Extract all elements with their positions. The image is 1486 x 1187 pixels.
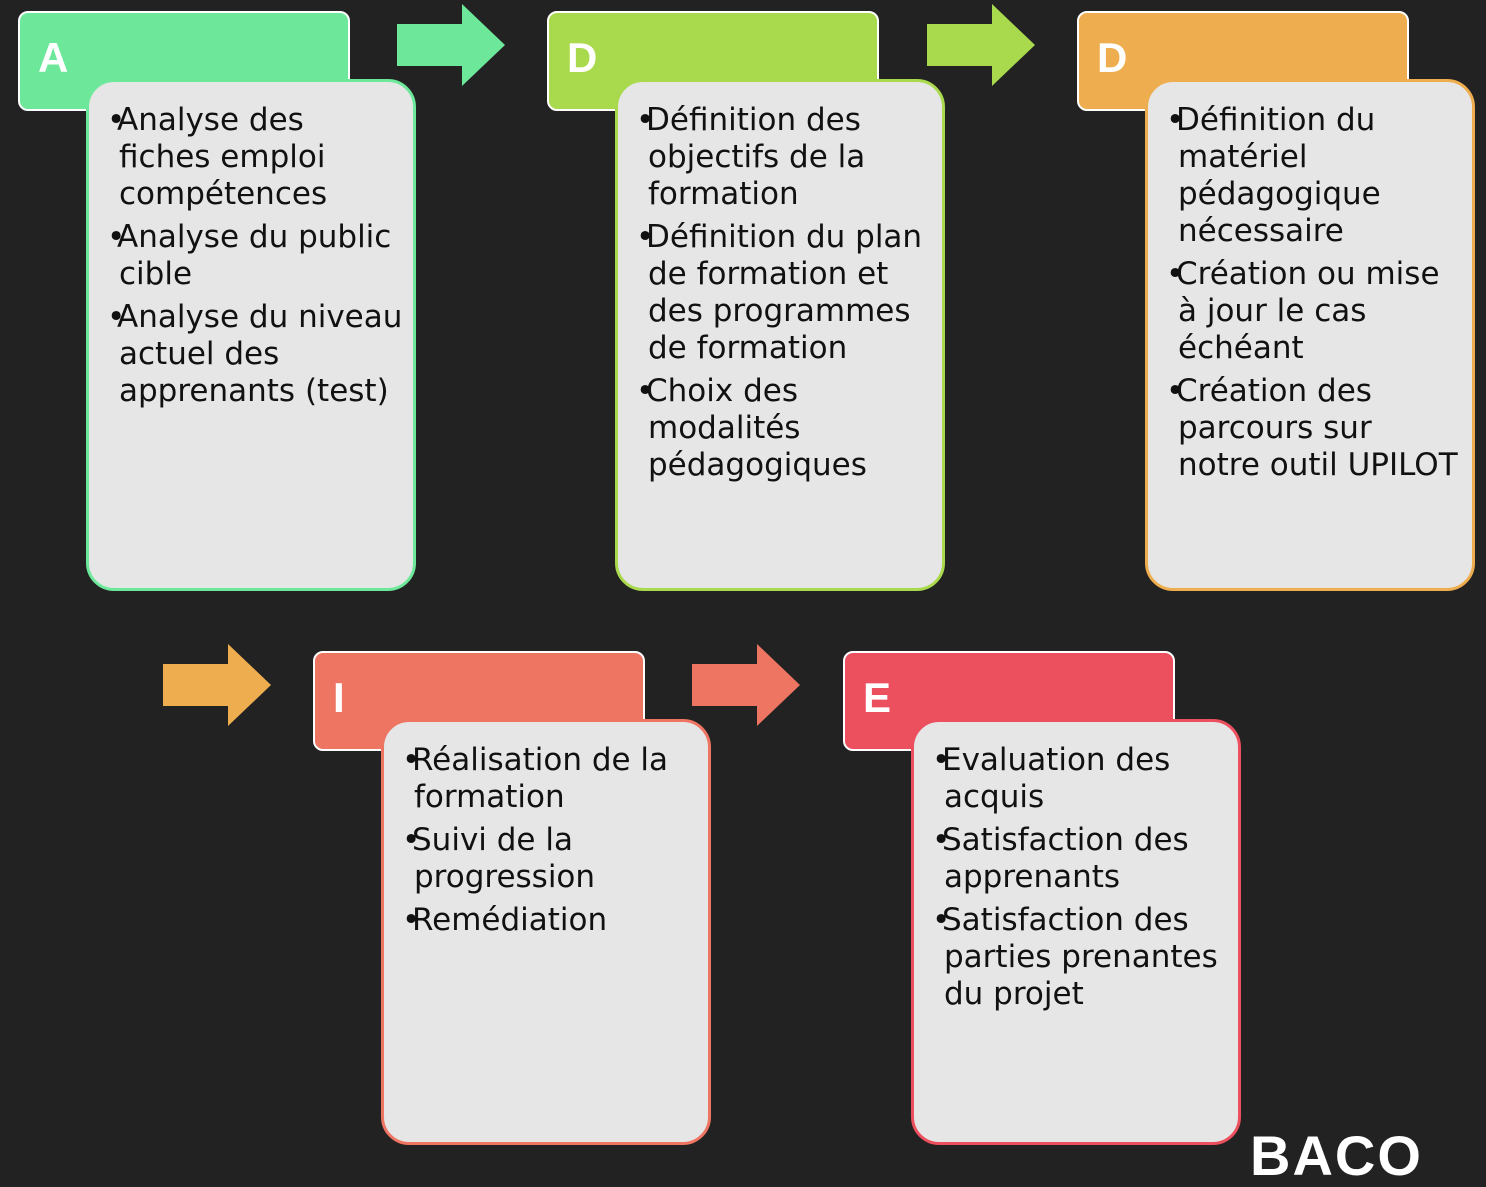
phase-i-letter: I bbox=[333, 674, 345, 721]
phase-d2-box: Définition du matériel pédagogique néces… bbox=[1145, 79, 1475, 591]
phase-d2-letter: D bbox=[1097, 34, 1128, 81]
phase-e-box: Evaluation des acquis Satisfaction des a… bbox=[911, 719, 1241, 1145]
addie-diagram: A Analyse des fiches emploi compétences … bbox=[0, 0, 1486, 1154]
phase-d1-letter: D bbox=[567, 34, 598, 81]
list-item: Création ou mise à jour le cas échéant bbox=[1176, 256, 1440, 366]
phase-i-list: Réalisation de la formation Suivi de la … bbox=[412, 742, 698, 939]
list-item: Choix des modalités pédagogiques bbox=[646, 373, 867, 483]
list-item: Réalisation de la formation bbox=[412, 742, 669, 815]
arrow-right-icon bbox=[927, 4, 1035, 86]
phase-e-list: Evaluation des acquis Satisfaction des a… bbox=[942, 742, 1228, 1013]
list-item: Définition des objectifs de la formation bbox=[646, 102, 866, 212]
arrow-right-icon bbox=[397, 4, 505, 86]
list-item: Analyse du public cible bbox=[117, 219, 392, 292]
list-item: Suivi de la progression bbox=[412, 822, 596, 895]
list-item: Satisfaction des parties prenantes du pr… bbox=[942, 902, 1218, 1012]
phase-d2-list: Définition du matériel pédagogique néces… bbox=[1176, 102, 1462, 484]
arrow-right-icon bbox=[692, 644, 800, 726]
list-item: Satisfaction des apprenants bbox=[942, 822, 1189, 895]
list-item: Création des parcours sur notre outil UP… bbox=[1176, 373, 1458, 483]
phase-a-list: Analyse des fiches emploi compétences An… bbox=[117, 102, 403, 410]
list-item: Analyse des fiches emploi compétences bbox=[117, 102, 328, 212]
list-item: Evaluation des acquis bbox=[942, 742, 1171, 815]
company-logo: BACO bbox=[1250, 1124, 1423, 1187]
phase-e-letter: E bbox=[863, 674, 892, 721]
list-item: Définition du matériel pédagogique néces… bbox=[1176, 102, 1381, 249]
list-item: Analyse du niveau actuel des apprenants … bbox=[117, 299, 403, 409]
list-item: Définition du plan de formation et des p… bbox=[646, 219, 923, 366]
phase-a-letter: A bbox=[38, 34, 69, 81]
phase-d1-list: Définition des objectifs de la formation… bbox=[646, 102, 932, 484]
arrow-right-icon bbox=[163, 644, 271, 726]
phase-i-box: Réalisation de la formation Suivi de la … bbox=[381, 719, 711, 1145]
phase-d1-box: Définition des objectifs de la formation… bbox=[615, 79, 945, 591]
list-item: Remédiation bbox=[412, 902, 608, 938]
phase-a-box: Analyse des fiches emploi compétences An… bbox=[86, 79, 416, 591]
